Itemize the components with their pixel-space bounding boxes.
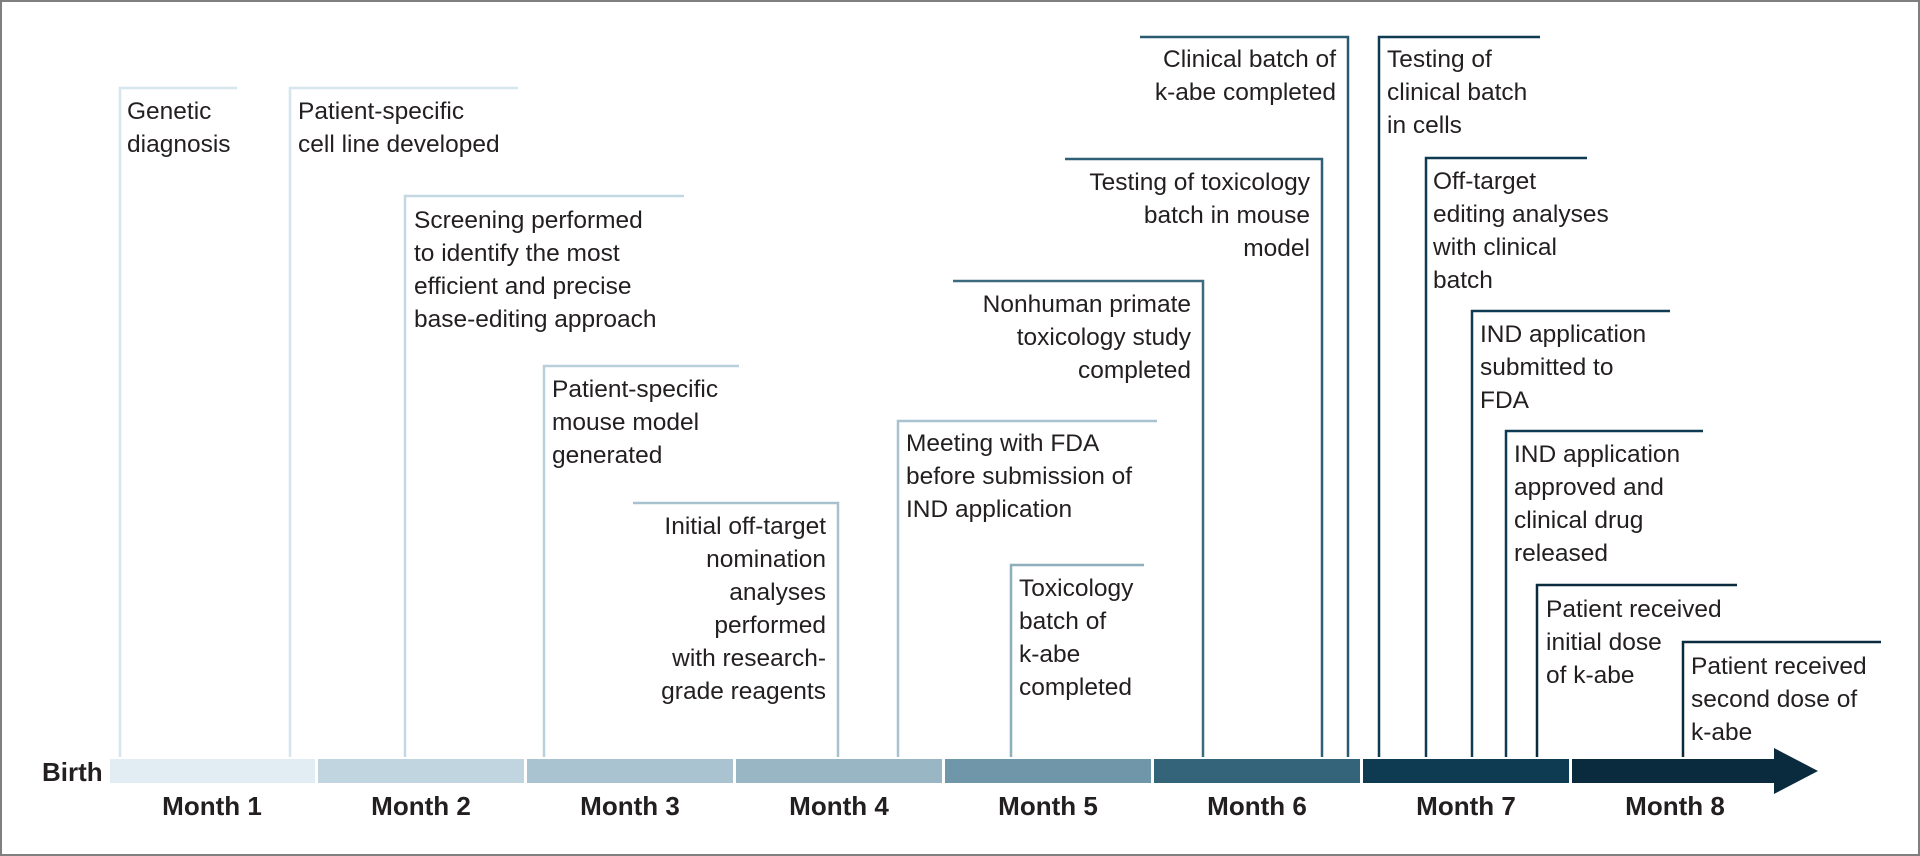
event-initial-off-target-analyses: Initial off-target nomination analyses p… <box>661 513 826 705</box>
event-nonhuman-primate-study: Nonhuman primate toxicology study comple… <box>982 291 1191 384</box>
event-bracket-16 <box>1681 640 1881 757</box>
event-second-dose: Patient received second dose of k-abe <box>1691 653 1867 746</box>
event-bracket-14 <box>1504 429 1703 757</box>
event-clinical-batch-completed: Clinical batch of k-abe completed <box>1154 46 1336 106</box>
event-bracket-5 <box>633 501 840 757</box>
month-8-segment <box>1572 759 1776 783</box>
event-toxicology-batch-completed: Toxicology batch of k-abe completed <box>1019 575 1134 701</box>
month-2-label: Month 2 <box>371 791 471 821</box>
month-1-segment <box>110 759 315 783</box>
event-bracket-12 <box>1424 156 1587 757</box>
month-8-label: Month 8 <box>1625 791 1725 821</box>
month-5-label: Month 5 <box>998 791 1098 821</box>
event-clinical-batch-testing: Testing of clinical batch in cells <box>1387 46 1528 139</box>
event-cell-line-developed: Patient-specific cell line developed <box>298 98 500 158</box>
event-bracket-1 <box>118 86 237 757</box>
month-4-label: Month 4 <box>789 791 889 821</box>
month-7-segment <box>1363 759 1569 783</box>
month-3-label: Month 3 <box>580 791 680 821</box>
event-toxicology-mouse-testing: Testing of toxicology batch in mouse mod… <box>1089 169 1310 262</box>
event-mouse-model-generated: Patient-specific mouse model generated <box>552 376 719 469</box>
month-6-segment <box>1154 759 1360 783</box>
month-1-label: Month 1 <box>162 791 262 821</box>
event-bracket-13 <box>1470 309 1670 757</box>
timeline-arrowhead <box>1774 748 1818 794</box>
event-bracket-4 <box>542 364 739 757</box>
month-3-segment <box>527 759 733 783</box>
event-bracket-15 <box>1535 583 1737 757</box>
month-6-label: Month 6 <box>1207 791 1307 821</box>
event-ind-approved: IND application approved and clinical dr… <box>1514 441 1681 567</box>
event-bracket-2 <box>288 86 518 757</box>
event-off-target-clinical-batch: Off-target editing analyses with clinica… <box>1433 168 1609 294</box>
birth-label: Birth <box>42 757 103 787</box>
event-bracket-6 <box>896 419 1157 757</box>
event-bracket-7 <box>1009 563 1144 757</box>
month-5-segment <box>945 759 1151 783</box>
event-bracket-10 <box>1140 35 1350 757</box>
event-bracket-8 <box>953 279 1205 757</box>
month-4-segment <box>736 759 942 783</box>
event-initial-dose: Patient received initial dose of k-abe <box>1546 596 1722 689</box>
event-ind-submitted: IND application submitted to FDA <box>1480 321 1647 414</box>
event-bracket-11 <box>1377 35 1540 757</box>
event-bracket-9 <box>1065 157 1324 757</box>
event-fda-meeting: Meeting with FDA before submission of IN… <box>906 430 1133 523</box>
event-screening-performed: Screening performed to identify the most… <box>414 207 657 333</box>
event-bracket-3 <box>403 194 684 757</box>
event-genetic-diagnosis: Genetic diagnosis <box>127 98 231 158</box>
month-7-label: Month 7 <box>1416 791 1516 821</box>
month-2-segment <box>318 759 524 783</box>
